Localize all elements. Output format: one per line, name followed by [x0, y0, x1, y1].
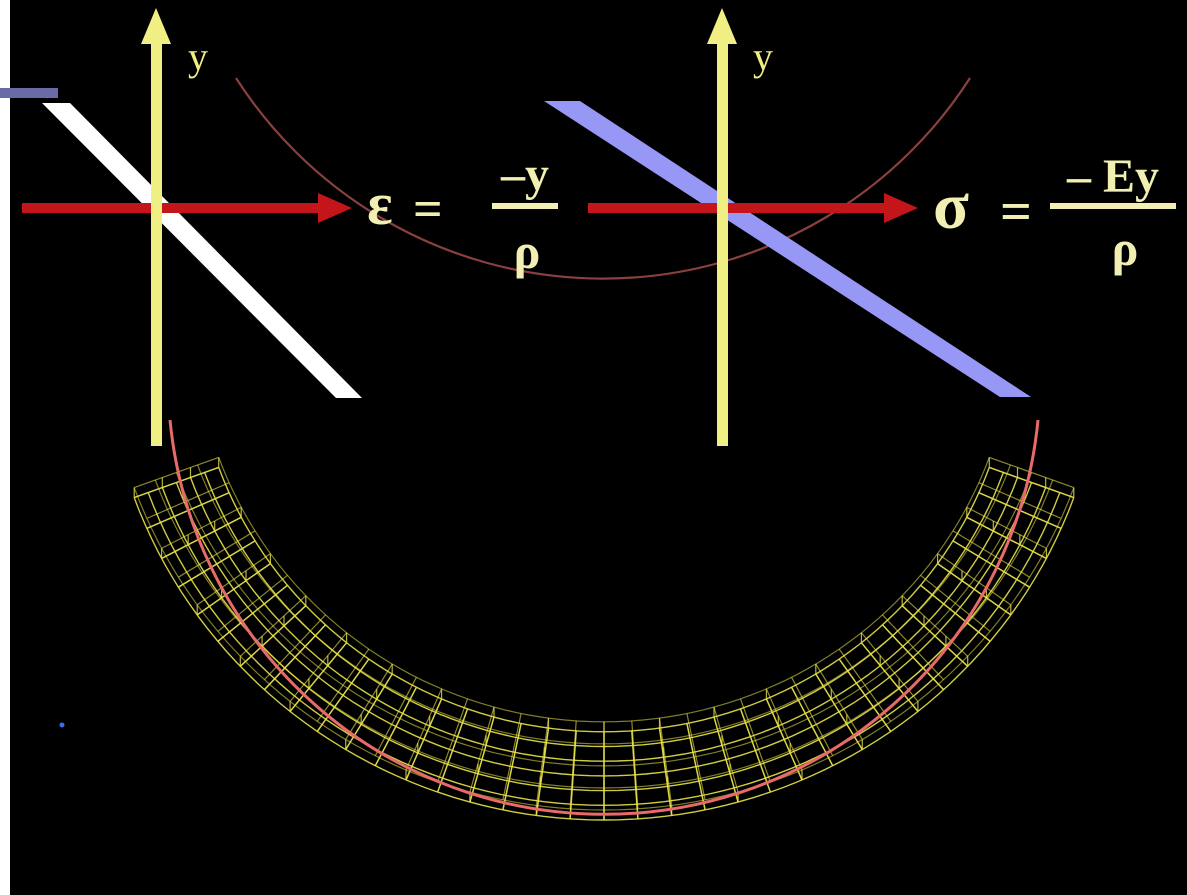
- numerator: – Ey: [1066, 150, 1159, 203]
- mesh-section: [765, 688, 803, 771]
- curved-beam-mesh: [133, 456, 1075, 821]
- mesh-section: [881, 624, 945, 691]
- mesh-section: [405, 688, 443, 771]
- numerator: –y: [500, 148, 549, 201]
- mesh-section: [469, 706, 495, 793]
- arrow-right-icon: [588, 193, 918, 223]
- mesh-section: [937, 562, 1012, 616]
- mesh-section: [535, 718, 550, 806]
- mesh-section: [178, 530, 256, 578]
- mesh-section: [860, 642, 919, 712]
- equals-sign: =: [413, 181, 443, 238]
- mesh-section: [263, 614, 326, 681]
- mesh-section: [196, 553, 271, 606]
- mesh-section: [161, 506, 242, 549]
- mesh-section: [952, 530, 1030, 578]
- mesh-section: [239, 605, 307, 667]
- mesh-section: [502, 723, 522, 811]
- mesh-section: [920, 574, 991, 632]
- curvature-arc: [235, 77, 971, 280]
- mesh-ring: [218, 457, 990, 723]
- bullet-dot: [59, 722, 65, 728]
- mesh-ring: [218, 467, 990, 733]
- mesh-section: [263, 624, 327, 691]
- denominator: ρ: [514, 223, 541, 279]
- mesh-section: [469, 716, 495, 803]
- mesh-section: [937, 553, 1012, 606]
- mesh-section: [133, 456, 219, 489]
- mesh-section: [791, 677, 834, 756]
- mesh-section: [765, 698, 803, 781]
- mesh-section: [901, 595, 969, 657]
- strain-equation: ε = –y ρ: [367, 148, 558, 279]
- mesh-section: [658, 727, 673, 816]
- mesh-section: [882, 614, 945, 681]
- neutral-axis-arc: [168, 419, 1040, 816]
- mesh-section: [739, 708, 772, 793]
- mesh-ring: [203, 472, 1005, 748]
- mesh-section: [161, 516, 242, 560]
- mesh-section: [374, 677, 417, 756]
- mesh-section: [437, 698, 469, 783]
- mesh-section: [502, 713, 522, 801]
- y-axis-label: y: [753, 34, 773, 79]
- mesh-section: [989, 456, 1075, 489]
- mesh-section: [569, 730, 577, 819]
- mesh-section: [217, 574, 288, 632]
- mesh-section: [316, 648, 370, 722]
- mesh-ring: [189, 477, 1019, 762]
- mesh-section: [217, 584, 288, 642]
- mesh-section: [196, 562, 271, 616]
- fraction-bar: [1050, 203, 1176, 209]
- arrow-right-icon: [22, 193, 352, 223]
- stress-symbol: σ: [933, 170, 969, 243]
- mesh-section: [239, 595, 307, 657]
- mesh-section: [966, 516, 1047, 560]
- strain-symbol: ε: [367, 171, 393, 237]
- mesh-section: [345, 663, 393, 740]
- mesh-section: [815, 663, 863, 740]
- mesh-section: [838, 658, 892, 732]
- equals-sign: =: [1000, 181, 1032, 243]
- slide-title-band: [0, 88, 58, 98]
- mesh-section: [713, 716, 739, 803]
- mesh-section: [569, 720, 577, 809]
- mesh-section: [289, 642, 348, 712]
- stress-distribution-line: [544, 101, 1031, 397]
- strain-distribution-line: [42, 103, 362, 398]
- mesh-section: [713, 706, 739, 793]
- mesh-section: [658, 718, 673, 806]
- mesh-section: [952, 540, 1030, 588]
- mesh-section: [535, 727, 550, 816]
- arrow-up-icon: [141, 8, 171, 446]
- mesh-section: [133, 466, 219, 499]
- mesh-section: [978, 482, 1062, 519]
- mesh-section: [838, 648, 892, 722]
- mesh-section: [146, 482, 230, 519]
- stress-equation: σ = – Ey ρ: [933, 150, 1176, 276]
- mesh-section: [686, 713, 706, 801]
- mesh-section: [739, 698, 771, 783]
- mesh-section: [631, 730, 639, 819]
- mesh-section: [405, 698, 443, 781]
- mesh-section: [966, 506, 1047, 549]
- mesh-section: [178, 540, 256, 588]
- arrow-up-icon: [707, 8, 737, 446]
- mesh-section: [901, 605, 969, 667]
- mesh-section: [920, 584, 991, 642]
- mesh-section: [316, 658, 370, 732]
- mesh-ring: [197, 464, 1011, 745]
- denominator: ρ: [1112, 220, 1139, 276]
- mesh-section: [989, 466, 1075, 499]
- mesh-section: [631, 720, 639, 809]
- mesh-section: [686, 723, 706, 811]
- mesh-section: [436, 708, 469, 793]
- y-axis-label: y: [188, 34, 208, 79]
- fraction-bar: [492, 203, 558, 209]
